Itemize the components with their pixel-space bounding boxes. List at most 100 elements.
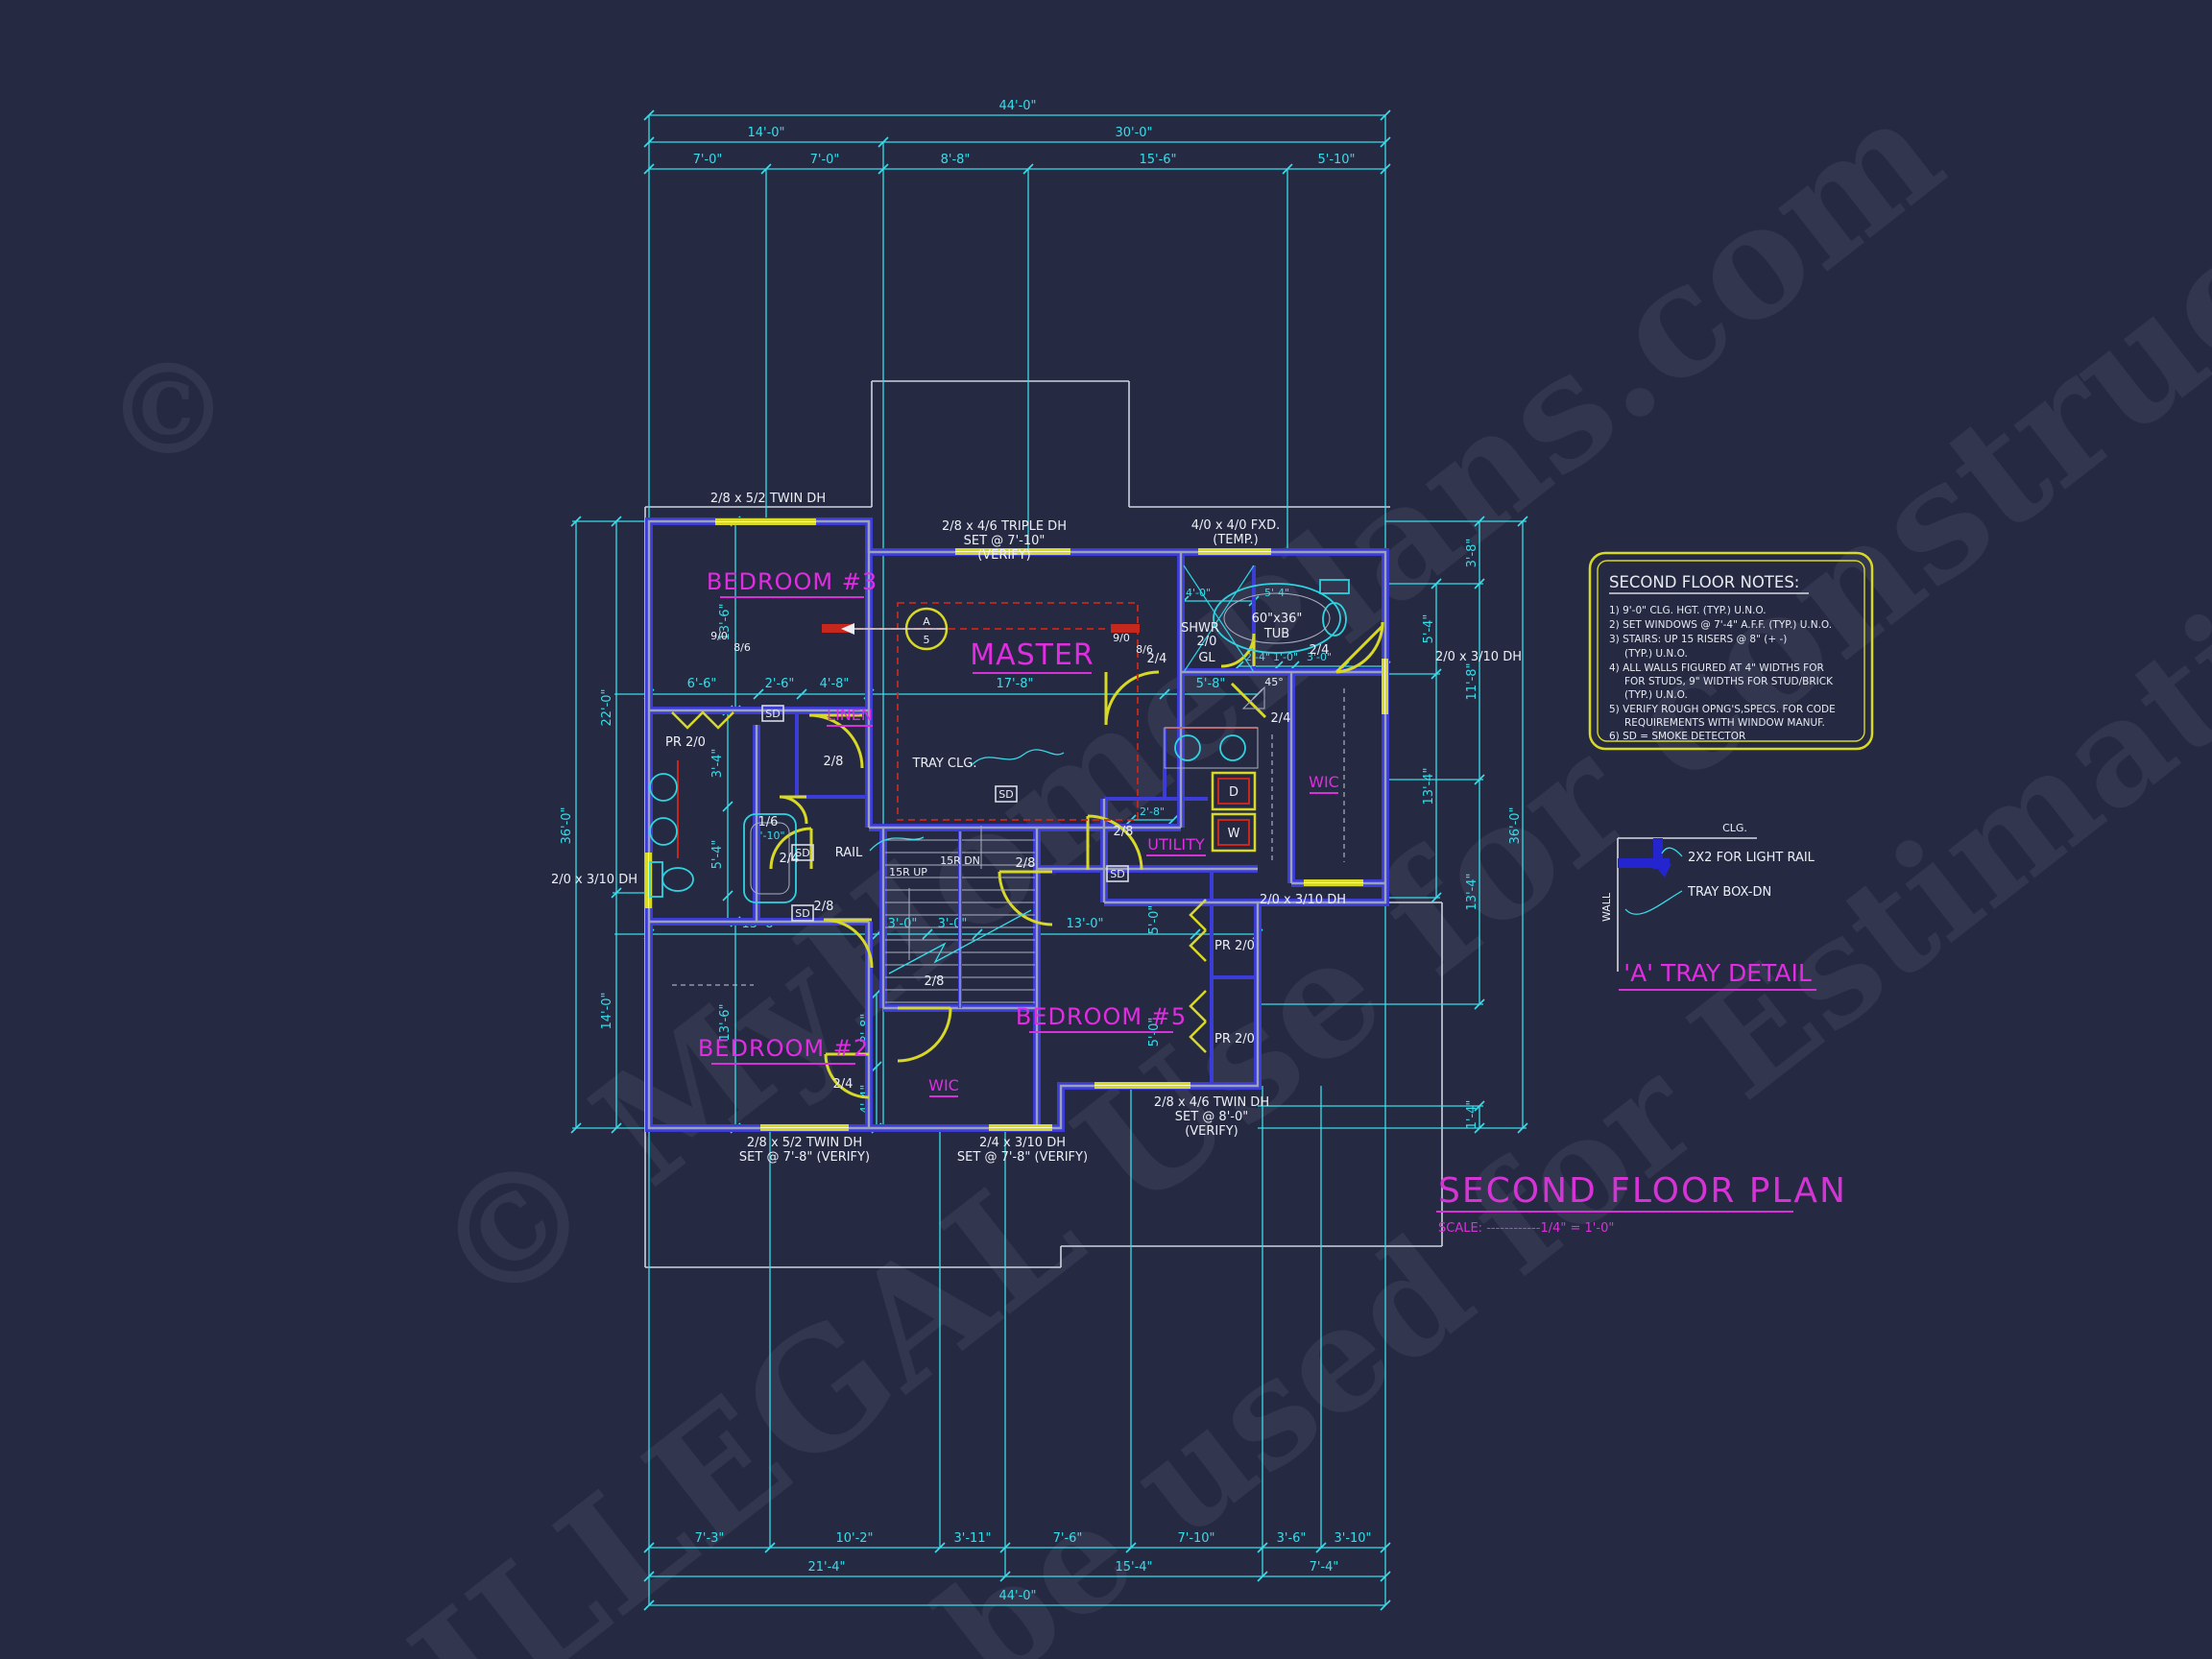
door-label: PR 2/0 (1214, 1032, 1255, 1046)
door-label: 2/4 (1310, 643, 1330, 658)
callout-arrow (841, 623, 854, 635)
window-label: (VERIFY) (977, 548, 1031, 563)
section-callout: A 5 (841, 607, 949, 651)
note-line: 5) VERIFY ROUGH OPNG'S,SPECS. FOR CODE (1609, 704, 1836, 715)
note-line: (TYP.) U.N.O. (1624, 648, 1688, 660)
door-label: PR 2/0 (1214, 939, 1255, 953)
door-swing (808, 713, 864, 769)
note-line: 1) 9'-0" CLG. HGT. (TYP.) U.N.O. (1609, 605, 1767, 616)
vanity-sinks (1164, 727, 1259, 769)
note-line: 4) ALL WALLS FIGURED AT 4" WIDTHS FOR (1609, 662, 1824, 674)
tray-detail: CLG. WALL 2X2 FOR LIGHT RAIL TRAY BOX-DN… (1600, 822, 1816, 991)
dim-bottom-mid: 7'-4" (1310, 1560, 1339, 1575)
window-label: SET @ 7'-10" (964, 534, 1046, 548)
shower-icon (1183, 565, 1255, 673)
window-label: 2/8 x 5/2 TWIN DH (747, 1136, 862, 1150)
shower-label: SHWR (1181, 621, 1219, 636)
door-swing (998, 870, 1053, 926)
window-label: 4/0 x 4/0 FXD. (1191, 518, 1280, 533)
dim-bottom-seg: 3'-11" (953, 1531, 991, 1546)
dimension-lines (570, 109, 1528, 1611)
window-label: SET @ 7'-8" (VERIFY) (739, 1150, 870, 1165)
sink-icon (649, 773, 678, 846)
tray-ceiling-dashed (897, 602, 1139, 821)
dim-int: 2'-10" (753, 830, 784, 842)
room-utility: UTILITY (1147, 835, 1205, 854)
dim-int: 2'-4" (1245, 651, 1270, 663)
door-swing (769, 827, 813, 870)
dim-top-seg: 8'-8" (941, 153, 971, 167)
annotations: 2/8 x 5/2 TWIN DH 2/8 x 4/6 TRIPLE DH SE… (551, 492, 1522, 1165)
note-line: 6) SD = SMOKE DETECTOR (1609, 731, 1745, 742)
door-diagonal (1230, 682, 1267, 719)
dim-bottom-mid: 21'-4" (807, 1560, 845, 1575)
windows (645, 518, 1388, 1131)
plan-title: SECOND FLOOR PLAN (1438, 1171, 1847, 1211)
dim-int: 3'-4" (710, 749, 725, 779)
window-label: 2/4 x 3/10 DH (979, 1136, 1066, 1150)
bifold-door (671, 710, 734, 730)
door-swing (897, 1006, 952, 1063)
door-swing (824, 1052, 870, 1099)
dim-left-seg: 22'-0" (600, 688, 614, 726)
window-label: (TEMP.) (1213, 533, 1258, 547)
callout-letter: A (923, 615, 930, 628)
washer-icon (1211, 812, 1257, 853)
door-label: 2/4 (780, 852, 800, 866)
window-label: (VERIFY) (1185, 1124, 1238, 1139)
dim-int: 5'-8" (1196, 677, 1226, 691)
door-swing (823, 918, 874, 969)
bifold-door (1189, 990, 1207, 1053)
window-label: 2/0 x 3/10 DH (551, 873, 637, 887)
leaders (869, 749, 1065, 852)
stair-direction-lines (908, 826, 982, 960)
dim-int: 13'-6" (718, 603, 733, 640)
tray-detail-title: 'A' TRAY DETAIL (1623, 959, 1812, 987)
bath-tub-icon (743, 813, 797, 903)
smoke-detectors: SD SD SD SD SD (761, 705, 1129, 922)
dim-bottom-full: 44'-0" (998, 1589, 1036, 1603)
tub-label: TUB (1263, 627, 1289, 641)
window-label: SET @ 8'-0" (1175, 1110, 1248, 1124)
dim-int: 3'-0" (938, 917, 968, 931)
dim-right-mid: 11'-8" (1465, 662, 1479, 700)
dim-bottom-seg: 10'-2" (835, 1531, 873, 1546)
dim-bottom-seg: 3'-10" (1334, 1531, 1371, 1546)
toilet-icon (649, 861, 694, 898)
opening-header (822, 624, 854, 633)
room-wic-right: WIC (1309, 773, 1339, 791)
dim-top-right: 30'-0" (1115, 126, 1152, 140)
door-label: 2/4 (1271, 711, 1291, 726)
door-label: GL (1198, 651, 1215, 665)
window-label: 2/0 x 3/10 DH (1435, 650, 1522, 664)
room-labels: BEDROOM #3 MASTER LINEN UTILITY WIC BEDR… (698, 568, 1339, 1097)
door-label: 2/8 (925, 974, 945, 989)
tray-wall-caption: WALL (1600, 892, 1613, 922)
dim-top-seg: 7'-0" (693, 153, 723, 167)
tray-box-bar (1653, 838, 1663, 869)
room-master: MASTER (970, 638, 1094, 672)
plan-scale: SCALE: ------------1/4" = 1'-0" (1438, 1221, 1614, 1236)
dim-right-inner: 5'-4" (1422, 614, 1436, 644)
opening-label: 9/0 (710, 630, 728, 642)
door-swing (1334, 621, 1384, 674)
dim-right-inner: 13'-4" (1422, 767, 1436, 805)
room-wic-lower: WIC (928, 1076, 959, 1094)
dimension-labels: 44'-0" 14'-0" 30'-0" 7'-0" 7'-0" 8'-8" 1… (560, 99, 1523, 1603)
doors (671, 621, 1384, 1099)
door-angle-label: 45° (1264, 676, 1284, 688)
stair-break-line (888, 909, 1032, 974)
sd-label: SD (765, 708, 780, 720)
tub-size-label: 60"x36" (1252, 612, 1303, 626)
window-label: 2/8 x 5/2 TWIN DH (710, 492, 826, 506)
note-line: FOR STUDS, 9" WIDTHS FOR STUD/BRICK (1624, 676, 1834, 687)
dim-int: 2'-8" (1140, 805, 1165, 818)
dim-int: 17'-8" (996, 677, 1033, 691)
dim-right-mid: 1'-4" (1465, 1100, 1479, 1130)
room-bedroom5: BEDROOM #5 (1016, 1003, 1187, 1030)
room-linen: LINEN (827, 706, 873, 724)
opening-label: 8/6 (1136, 643, 1153, 656)
dim-bottom-seg: 7'-6" (1053, 1531, 1083, 1546)
door-label: 2/8 (824, 755, 844, 769)
